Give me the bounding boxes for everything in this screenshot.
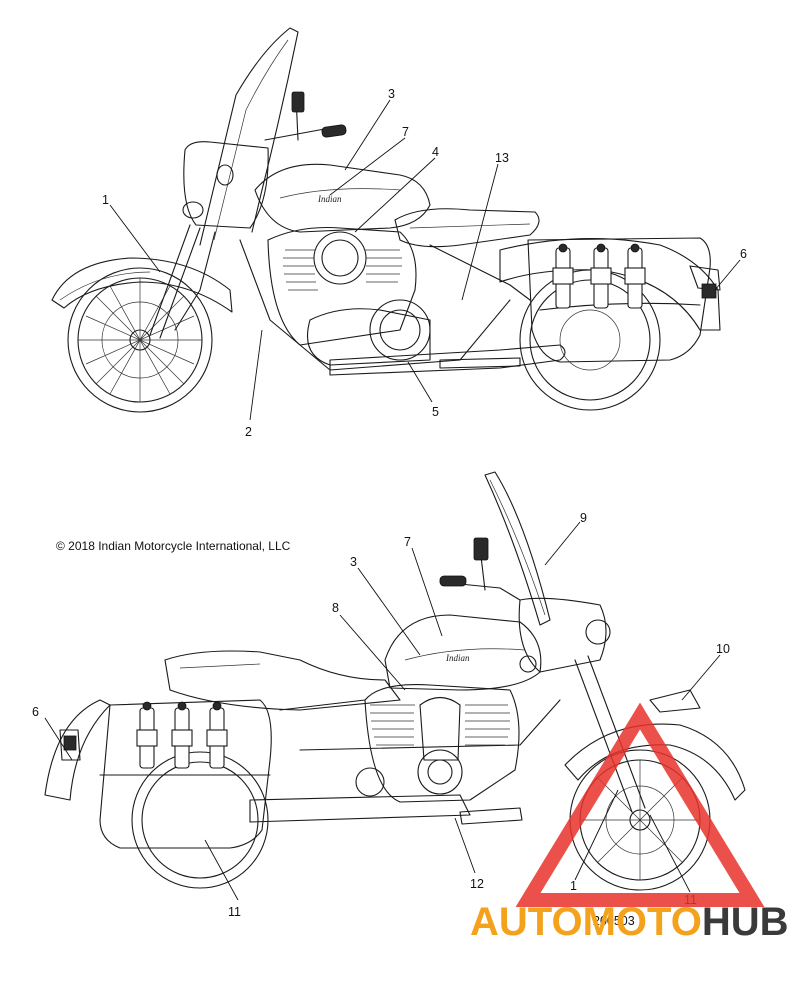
callout-bottom-7: 7 <box>404 535 411 549</box>
callout-top-13: 13 <box>495 151 509 165</box>
callout-bottom-3: 3 <box>350 555 357 569</box>
svg-text:Indian: Indian <box>317 194 342 204</box>
callout-top-6: 6 <box>740 247 747 261</box>
callout-bottom-8: 8 <box>332 601 339 615</box>
callout-top-3: 3 <box>388 87 395 101</box>
callout-top-2: 2 <box>245 425 252 439</box>
callout-top-7: 7 <box>402 125 409 139</box>
watermark-text-hub: HUB <box>701 900 789 944</box>
top-fuel-tank <box>254 163 431 233</box>
watermark-text: AUTOMOTOHUB <box>470 900 789 945</box>
bottom-motorcycle: Indian <box>44 471 746 891</box>
watermark-text-auto: AUTO <box>470 900 583 944</box>
copyright-text: © 2018 Indian Motorcycle International, … <box>56 539 291 553</box>
callout-bottom-1: 1 <box>570 879 577 893</box>
top-engine <box>267 227 417 346</box>
watermark-logo <box>515 702 765 907</box>
bottom-fuel-tank <box>384 614 542 691</box>
top-callouts: 1 2 3 4 5 6 7 13 <box>102 87 747 439</box>
svg-text:Indian: Indian <box>445 653 470 663</box>
bottom-leader-lines <box>44 521 721 901</box>
callout-top-1: 1 <box>102 193 109 207</box>
figure-id: 200503 <box>593 914 635 928</box>
top-front-wheel <box>67 267 213 413</box>
bottom-engine <box>364 684 520 803</box>
callout-bottom-10: 10 <box>716 642 730 656</box>
watermark-text-moto: MOTO <box>582 900 702 944</box>
callout-bottom-11a: 11 <box>228 905 241 919</box>
callout-top-4: 4 <box>432 145 439 159</box>
callout-bottom-9: 9 <box>580 511 587 525</box>
watermark-triangle <box>515 702 765 907</box>
top-leader-lines <box>109 99 741 421</box>
callout-bottom-12: 12 <box>470 877 484 891</box>
top-front-fender <box>51 257 233 313</box>
top-motorcycle: Indian <box>51 27 721 413</box>
bottom-windshield <box>484 471 551 626</box>
callout-top-5: 5 <box>432 405 439 419</box>
bottom-callouts: 1 3 6 7 8 9 10 11 11 12 <box>32 511 730 919</box>
top-saddlebag <box>527 237 711 363</box>
bottom-saddlebag <box>99 699 272 849</box>
top-windshield <box>199 27 299 246</box>
callout-bottom-6: 6 <box>32 705 39 719</box>
bottom-rear-wheel <box>131 751 269 889</box>
